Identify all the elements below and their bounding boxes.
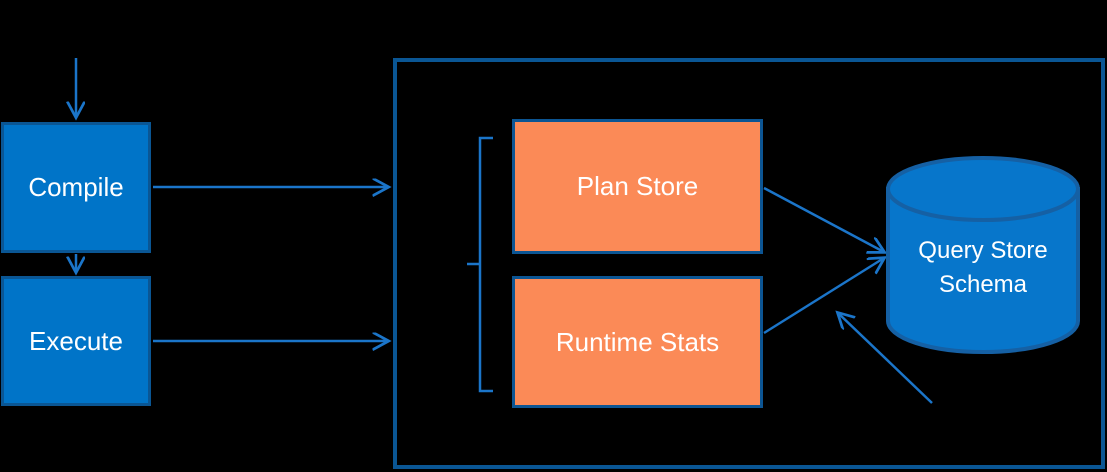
execute-box: Execute — [1, 276, 151, 406]
runtime-stats-label: Runtime Stats — [555, 326, 720, 357]
runtime-stats-box: Runtime Stats — [512, 276, 763, 408]
compile-box: Compile — [1, 122, 151, 253]
compile-label: Compile — [28, 172, 124, 202]
plan-store-label: Plan Store — [576, 171, 699, 201]
query-store-container-box — [393, 58, 1105, 469]
execute-label: Execute — [29, 325, 123, 356]
plan-store-box: Plan Store — [512, 119, 763, 254]
query-store-schema-label: Query Store Schema — [918, 237, 1048, 298]
